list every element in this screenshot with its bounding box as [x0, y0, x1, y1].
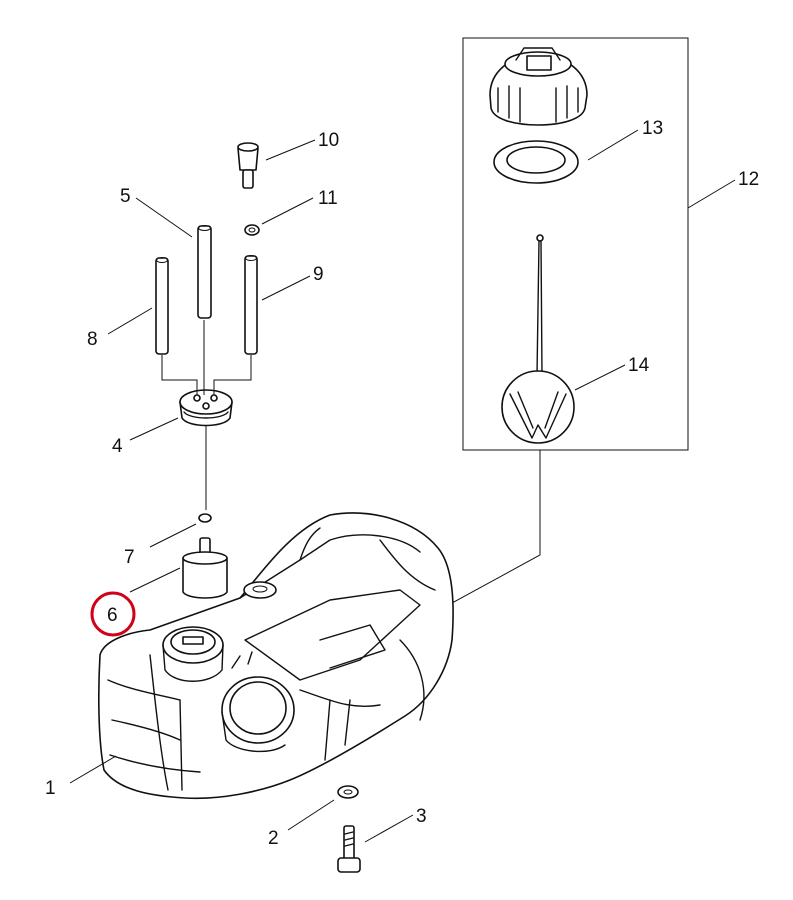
fuel-cap [489, 47, 588, 126]
fuel-tank [98, 512, 454, 800]
grommet [179, 389, 233, 427]
callout-4: 4 [112, 436, 123, 457]
breather-valve [237, 142, 259, 189]
callout-13: 13 [642, 118, 663, 139]
callout-7: 7 [124, 547, 135, 568]
clip [244, 224, 260, 236]
fuel-filter [182, 537, 228, 599]
leader-lines [69, 129, 736, 843]
bolt [337, 825, 361, 873]
right-pipe [244, 255, 258, 355]
callout-3: 3 [416, 806, 427, 827]
callout-10: 10 [318, 130, 339, 151]
callout-12: 12 [738, 169, 759, 190]
callout-5: 5 [120, 186, 131, 207]
callout-11: 11 [318, 188, 338, 209]
callout-6: 6 [107, 605, 118, 626]
washer [337, 785, 359, 799]
small-ring [198, 513, 212, 523]
pipe-assembly-lines [161, 320, 252, 395]
callout-1: 1 [45, 778, 56, 799]
left-pipe [155, 257, 169, 355]
cap-assembly-inset-box [462, 37, 689, 451]
callout-14: 14 [628, 355, 650, 376]
center-pipe [197, 225, 212, 319]
fuel-strainer [501, 234, 575, 444]
callout-8: 8 [87, 329, 98, 350]
cap-gasket [493, 140, 579, 184]
callout-6-highlight-circle [90, 591, 136, 637]
callout-2: 2 [268, 828, 279, 849]
callout-9: 9 [313, 264, 324, 285]
